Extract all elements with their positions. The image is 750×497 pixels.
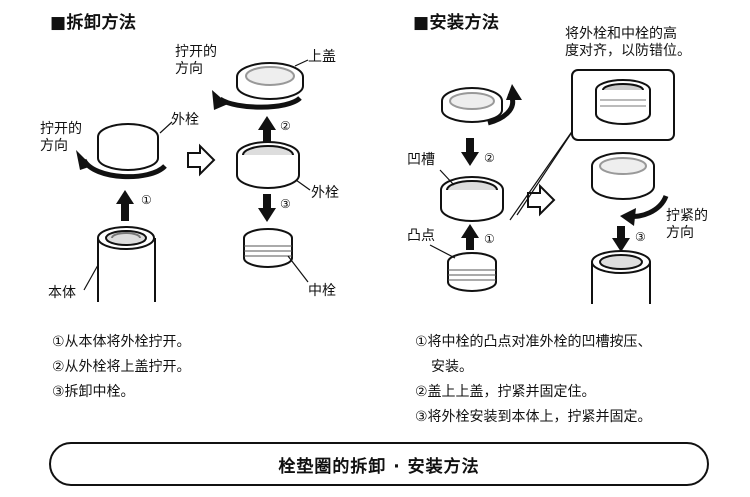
groove-label: 凹槽 (407, 152, 435, 168)
twist-direction-label-b: 拧开的 方向 (175, 44, 217, 77)
middle-plug-label: 中栓 (308, 283, 336, 299)
install-steps: ①将中栓的凸点对准外栓的凹槽按压、 安装。 ②盖上上盖，拧紧并固定住。 ③将外栓… (415, 330, 652, 430)
next-step-arrow-icon (187, 143, 216, 177)
banner-title: 栓垫圈的拆卸 · 安装方法 (278, 456, 480, 477)
removal-step-1: ①从本体将外栓拧开。 (52, 334, 191, 350)
body-label: 本体 (48, 285, 76, 301)
body-illustration (97, 226, 156, 302)
tighten-direction-label: 拧紧的 方向 (666, 208, 708, 241)
top-lid-label: 上盖 (308, 49, 336, 65)
install-step-marker-3: ③ (635, 230, 646, 244)
install-step-1-cont: 安装。 (431, 359, 473, 375)
step-marker-1: ① (141, 193, 152, 207)
outer-plug-illustration (97, 123, 159, 171)
install-step-marker-1: ① (484, 232, 495, 246)
removal-step-2: ②从外栓将上盖拧开。 (52, 359, 191, 375)
removal-step-3: ③拆卸中栓。 (52, 384, 135, 400)
step-marker-3: ③ (280, 197, 291, 211)
install-step-3: ③将外栓安装到本体上，拧紧并固定。 (415, 409, 652, 425)
alignment-note: 将外栓和中栓的高 度对齐，以防错位。 (565, 26, 691, 59)
install-step-2: ②盖上上盖，拧紧并固定住。 (415, 384, 596, 400)
section-banner: 栓垫圈的拆卸 · 安装方法 (49, 442, 709, 486)
install-section-title: ■安装方法 (413, 13, 500, 33)
bump-label: 凸点 (407, 228, 435, 244)
outer-plug-label: 外栓 (171, 112, 199, 128)
step-marker-2: ② (280, 119, 291, 133)
twist-direction-label-a: 拧开的 方向 (40, 121, 82, 154)
removal-steps: ①从本体将外栓拧开。 ②从外栓将上盖拧开。 ③拆卸中栓。 (52, 330, 191, 405)
top-lid-illustration (236, 62, 304, 100)
removal-section-title: ■拆卸方法 (50, 13, 137, 33)
outer-plug-label-b: 外栓 (311, 185, 339, 201)
install-step-1: ①将中栓的凸点对准外栓的凹槽按压、 (415, 334, 652, 350)
up-arrow-icon (116, 190, 134, 221)
install-step-marker-2: ② (484, 151, 495, 165)
middle-plug-illustration (243, 228, 293, 268)
